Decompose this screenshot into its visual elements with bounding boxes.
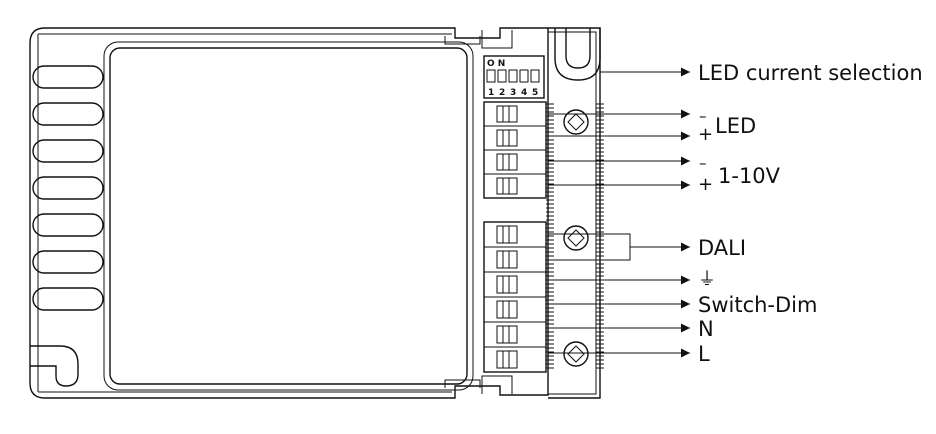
label-1-10v: 1-10V	[718, 164, 781, 188]
label-led-plus: +	[698, 124, 713, 145]
screw-top	[563, 109, 589, 135]
dip-position-number: 2	[499, 88, 505, 98]
label-led-minus: –	[699, 107, 707, 125]
dip-position-number: 5	[532, 88, 538, 98]
screw-middle	[563, 225, 589, 251]
dip-position-number: 3	[510, 88, 516, 98]
dip-position-number: 1	[488, 88, 494, 98]
driver-housing	[29, 27, 601, 399]
terminal-slot	[496, 275, 518, 294]
mounting-hook-top-right	[554, 28, 601, 81]
terminal-slot	[496, 105, 518, 123]
vent-slots	[32, 65, 104, 311]
heat-sink-fins	[546, 103, 604, 369]
earth-icon: ⏚	[698, 269, 716, 290]
dip-switch-slot	[519, 69, 529, 83]
label-dali: DALI	[698, 236, 746, 260]
dip-switch-slot	[497, 69, 507, 83]
label-line: L	[698, 342, 710, 366]
dip-switch-slot	[530, 69, 540, 83]
terminal-clips	[444, 30, 513, 394]
dip-position-number: 4	[521, 88, 527, 98]
terminal-slot	[496, 250, 518, 269]
terminal-block-lower	[483, 221, 547, 373]
label-panel	[109, 47, 468, 385]
label-neutral: N	[698, 317, 714, 341]
terminal-labels: LED current selection – + LED – + 1-10V …	[698, 61, 923, 366]
terminal-slot	[496, 350, 518, 369]
screw-bottom	[563, 341, 589, 367]
terminal-slot	[496, 129, 518, 147]
terminal-slot	[496, 300, 518, 319]
label-switch-dim: Switch-Dim	[698, 293, 817, 317]
terminal-block-upper	[483, 101, 547, 199]
label-dim-minus: –	[699, 154, 707, 172]
terminal-slot	[496, 225, 518, 244]
dip-switch-slot	[486, 69, 496, 83]
dip-on-label: O N	[487, 59, 505, 69]
mounting-hook-bottom-left	[30, 345, 79, 387]
lead-lines	[548, 67, 690, 358]
terminal-slot	[496, 325, 518, 344]
dip-switch-slot	[508, 69, 518, 83]
terminal-slot	[496, 177, 518, 195]
label-led-current-selection: LED current selection	[698, 61, 923, 85]
screw-holes	[563, 109, 589, 367]
label-dim-plus: +	[698, 174, 713, 195]
label-led: LED	[715, 114, 756, 138]
terminal-slot	[496, 153, 518, 171]
